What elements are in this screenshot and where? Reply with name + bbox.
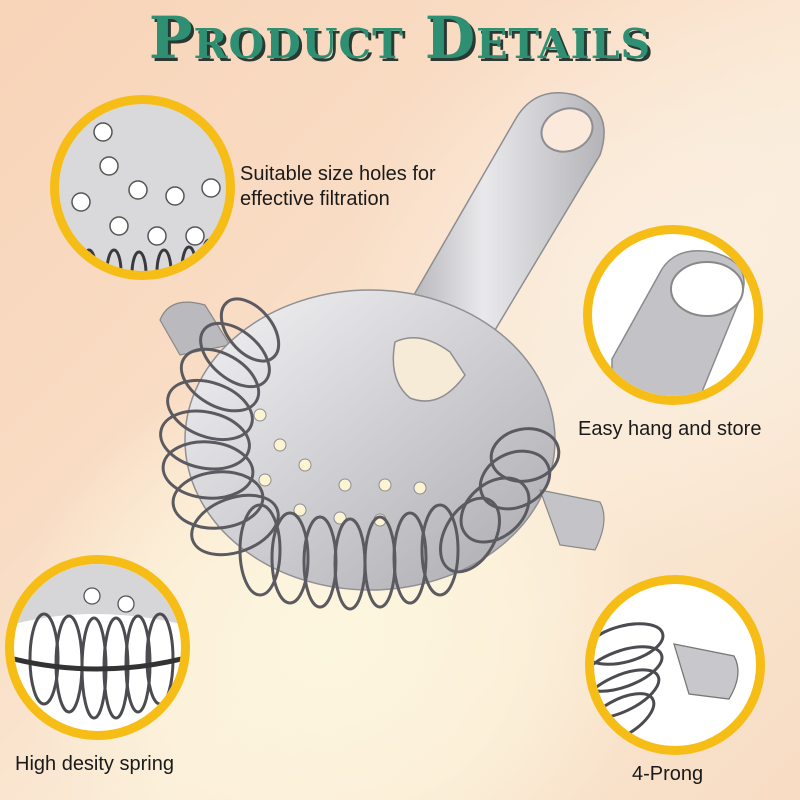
- cocktail-strainer-icon: [120, 80, 640, 620]
- prong-closeup-circle: [585, 575, 765, 755]
- holes-caption: Suitable size holes for effective filtra…: [240, 163, 436, 210]
- handle-hole-icon: [611, 250, 745, 396]
- spring-coil-icon: [14, 564, 181, 720]
- hang-closeup-circle: [583, 225, 763, 405]
- spring-closeup-circle: [5, 555, 190, 740]
- spring-caption: High desity spring: [15, 753, 174, 775]
- page-title: Product Details: [148, 4, 652, 72]
- prong-tab-icon: [594, 622, 739, 746]
- prong-caption: 4-Prong: [632, 763, 704, 785]
- hang-caption: Easy hang and store: [578, 418, 762, 440]
- strainer-holes-icon: [71, 122, 221, 271]
- holes-closeup-circle: [50, 95, 235, 280]
